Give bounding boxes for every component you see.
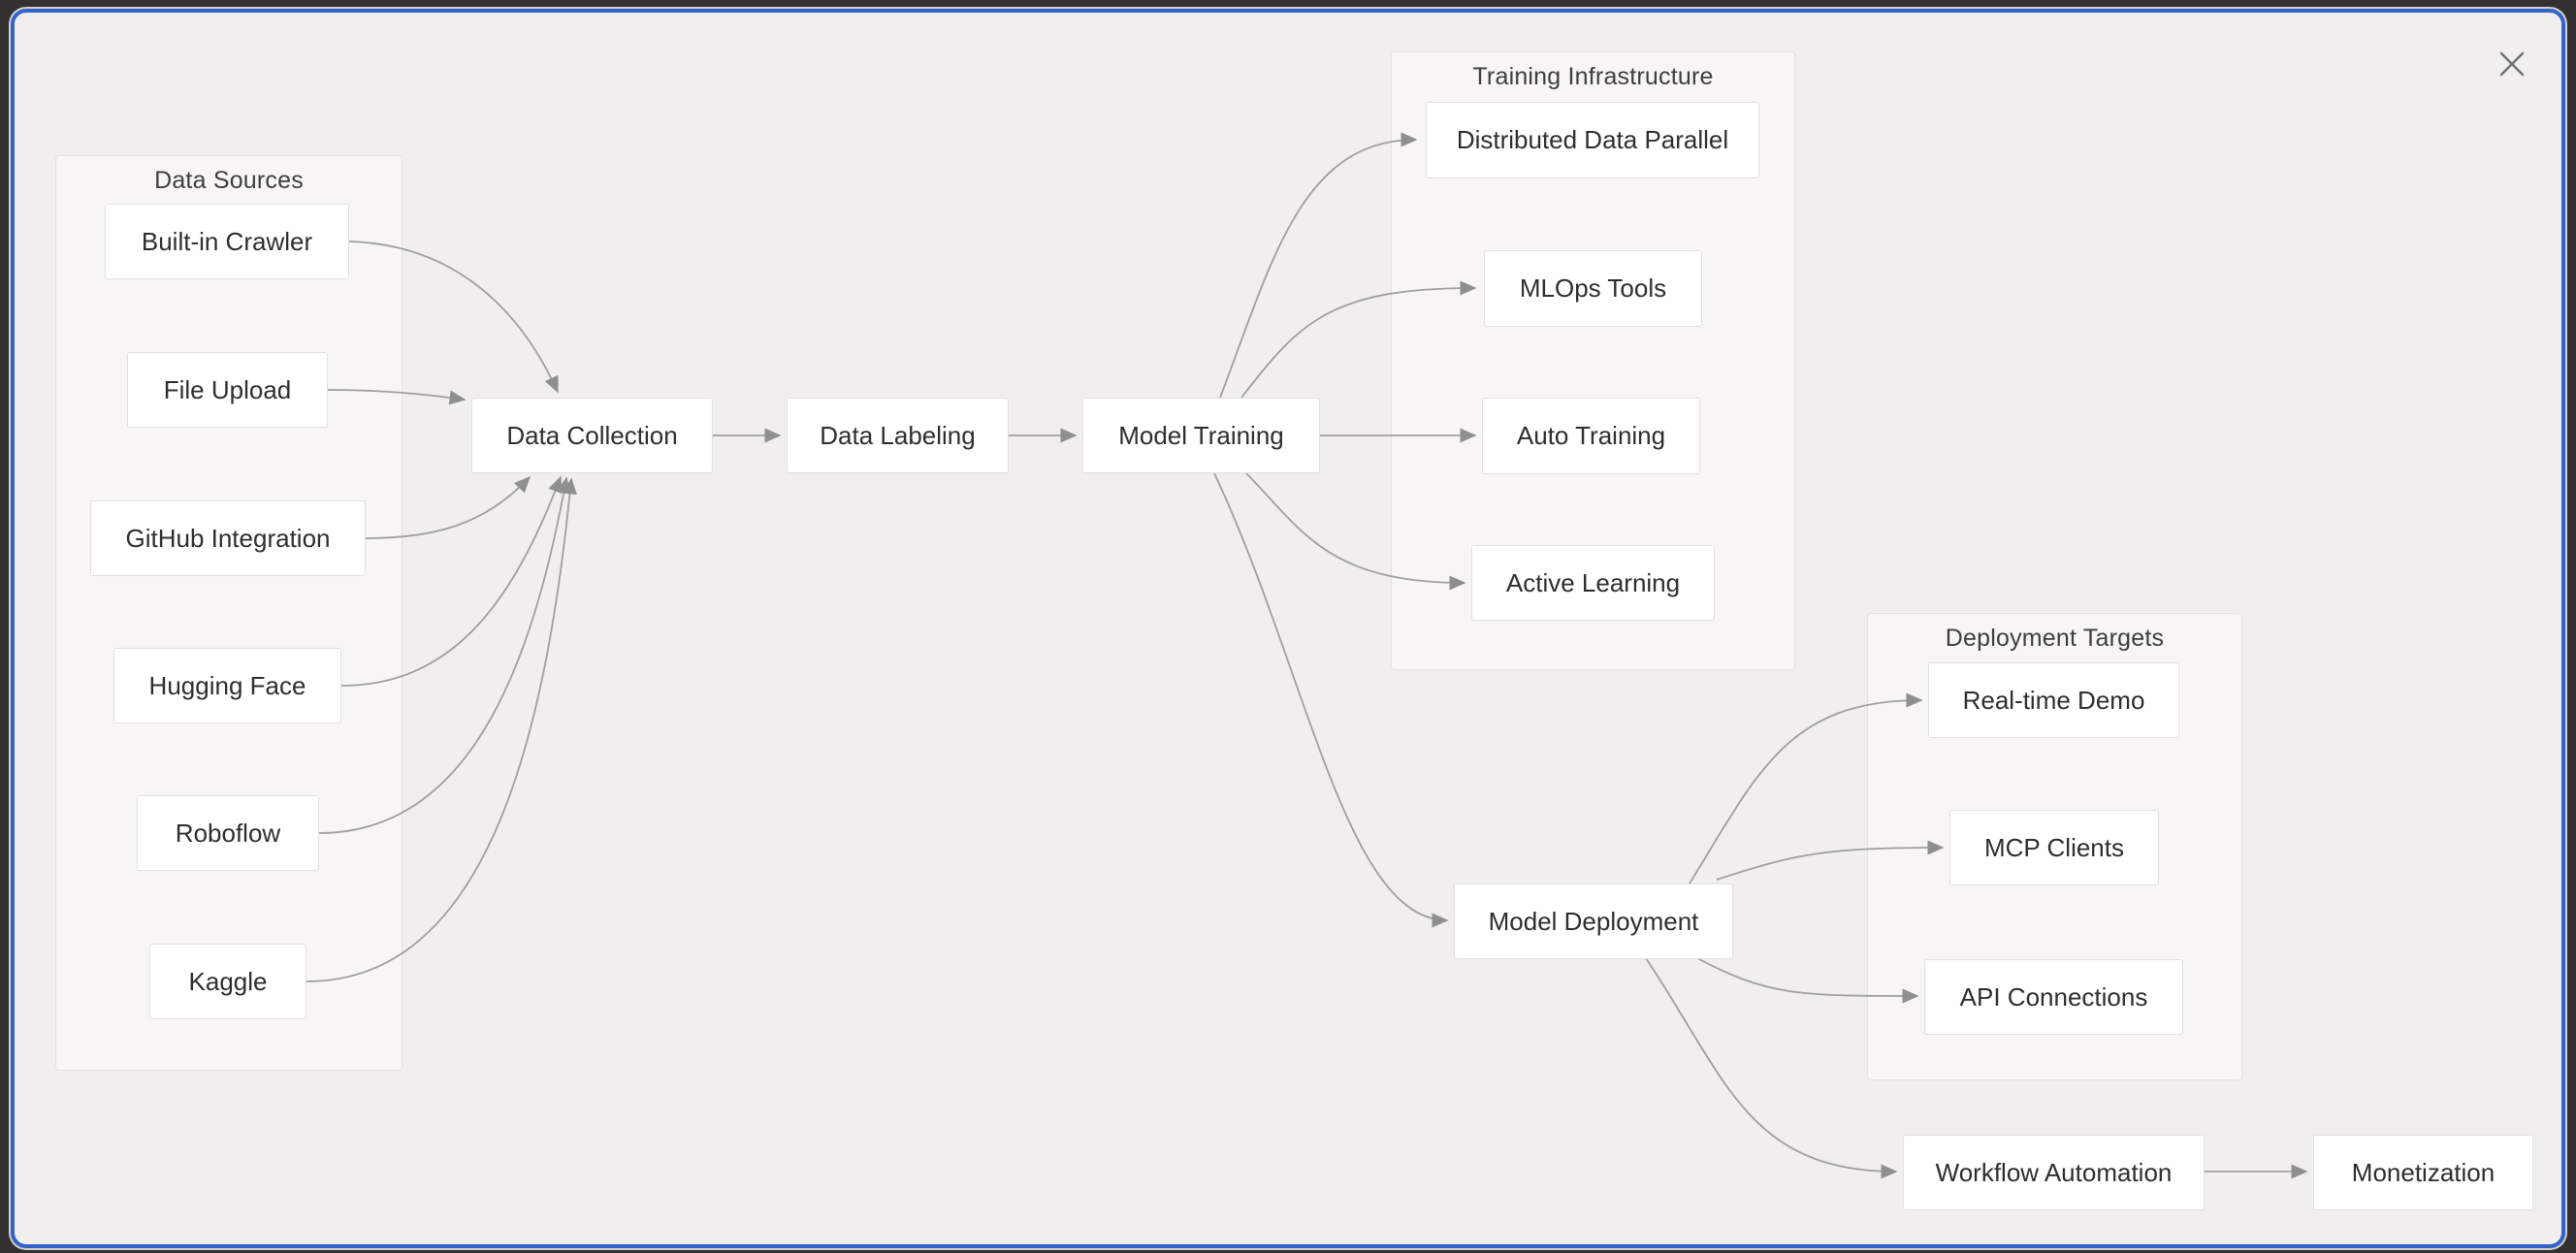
node-label: API Connections bbox=[1959, 981, 2148, 1012]
close-icon bbox=[2499, 51, 2525, 77]
edge-file-upload-data-collection bbox=[327, 389, 467, 405]
edge-model-deployment-mcp-clients bbox=[1716, 840, 1945, 881]
node-roboflow[interactable]: Roboflow bbox=[137, 795, 319, 871]
node-hugging-face[interactable]: Hugging Face bbox=[113, 648, 341, 723]
edge-kaggle-data-collection bbox=[306, 477, 577, 982]
node-label: Model Deployment bbox=[1488, 906, 1699, 936]
close-button[interactable] bbox=[2489, 41, 2535, 87]
node-label: MCP Clients bbox=[1983, 832, 2124, 862]
edge-model-training-distributed-data-parallel bbox=[1219, 132, 1418, 399]
node-monetization[interactable]: Monetization bbox=[2313, 1135, 2533, 1210]
edge-roboflow-data-collection bbox=[318, 476, 571, 834]
node-label: Built-in Crawler bbox=[141, 226, 313, 256]
group-label: Training Infrastructure bbox=[1472, 63, 1714, 90]
node-label: Kaggle bbox=[188, 966, 268, 996]
node-label: Data Labeling bbox=[820, 420, 976, 450]
node-label: Real-time Demo bbox=[1962, 685, 2145, 715]
node-active-learning[interactable]: Active Learning bbox=[1471, 545, 1715, 621]
node-label: Data Collection bbox=[506, 420, 678, 450]
node-label: Monetization bbox=[2351, 1157, 2496, 1187]
node-file-upload[interactable]: File Upload bbox=[127, 352, 328, 428]
node-model-deployment[interactable]: Model Deployment bbox=[1454, 884, 1733, 959]
node-label: Workflow Automation bbox=[1935, 1157, 2173, 1187]
node-data-collection[interactable]: Data Collection bbox=[471, 398, 713, 473]
edge-model-training-model-deployment bbox=[1213, 472, 1449, 928]
node-label: Active Learning bbox=[1505, 567, 1681, 597]
node-kaggle[interactable]: Kaggle bbox=[149, 944, 306, 1019]
edge-model-deployment-real-time-demo bbox=[1689, 692, 1923, 884]
node-auto-training[interactable]: Auto Training bbox=[1482, 398, 1700, 474]
node-label: Auto Training bbox=[1516, 421, 1666, 450]
node-label: Roboflow bbox=[175, 818, 281, 848]
node-label: Model Training bbox=[1118, 420, 1284, 450]
node-label: GitHub Integration bbox=[125, 523, 331, 553]
edge-model-training-mlops-tools bbox=[1240, 280, 1477, 399]
edge-built-in-crawler-data-collection bbox=[348, 241, 559, 394]
edge-model-deployment-workflow-automation bbox=[1645, 957, 1898, 1179]
node-api-connections[interactable]: API Connections bbox=[1924, 959, 2183, 1035]
node-label: Hugging Face bbox=[148, 670, 306, 700]
node-real-time-demo[interactable]: Real-time Demo bbox=[1928, 662, 2179, 738]
edge-model-training-active-learning bbox=[1245, 472, 1466, 591]
node-mcp-clients[interactable]: MCP Clients bbox=[1949, 810, 2159, 885]
node-data-labeling[interactable]: Data Labeling bbox=[787, 398, 1009, 473]
node-github-integration[interactable]: GitHub Integration bbox=[90, 500, 366, 576]
edge-github-integration-data-collection bbox=[365, 475, 531, 539]
group-label: Deployment Targets bbox=[1945, 625, 2165, 652]
node-label: Distributed Data Parallel bbox=[1456, 125, 1729, 154]
node-distributed-data-parallel[interactable]: Distributed Data Parallel bbox=[1426, 102, 1759, 178]
node-model-training[interactable]: Model Training bbox=[1082, 398, 1320, 473]
group-data-sources[interactable]: Data Sources bbox=[55, 155, 402, 1071]
node-workflow-automation[interactable]: Workflow Automation bbox=[1903, 1135, 2205, 1210]
node-label: MLOps Tools bbox=[1519, 273, 1667, 303]
edge-model-deployment-api-connections bbox=[1696, 957, 1919, 1004]
node-built-in-crawler[interactable]: Built-in Crawler bbox=[105, 204, 349, 279]
edge-hugging-face-data-collection bbox=[340, 475, 563, 687]
group-label: Data Sources bbox=[154, 167, 304, 194]
node-mlops-tools[interactable]: MLOps Tools bbox=[1484, 250, 1702, 327]
node-label: File Upload bbox=[163, 374, 292, 404]
